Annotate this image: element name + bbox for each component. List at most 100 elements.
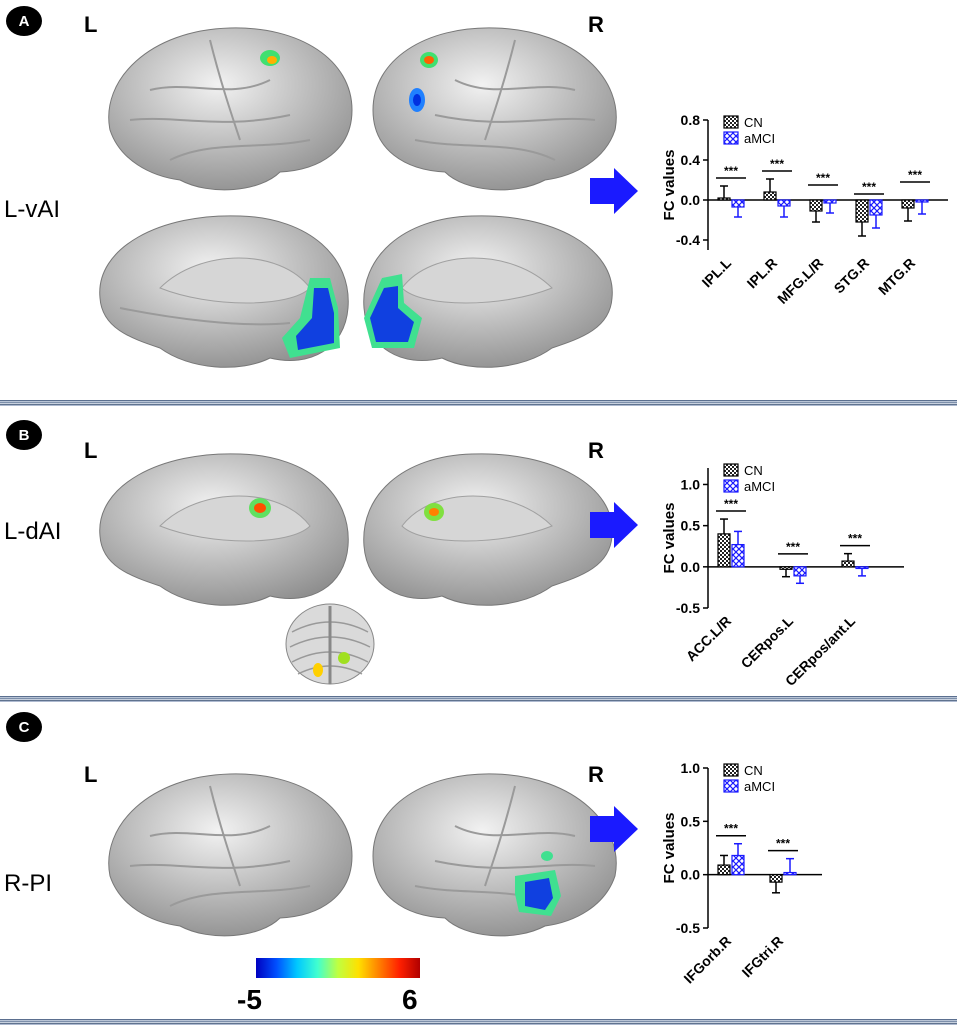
significance-label: *** bbox=[724, 822, 738, 836]
bar-cn bbox=[717, 533, 731, 568]
right-hemisphere-label: R bbox=[588, 438, 604, 463]
x-tick-label: IFGtri.R bbox=[739, 933, 787, 981]
significance-label: *** bbox=[862, 180, 876, 194]
significance-label: *** bbox=[786, 540, 800, 554]
legend-label: aMCI bbox=[744, 131, 775, 146]
left-hemisphere-label: L bbox=[84, 12, 98, 37]
y-tick-label: -0.4 bbox=[676, 232, 700, 248]
legend-label: aMCI bbox=[744, 779, 775, 794]
arrow-right-icon bbox=[590, 806, 638, 852]
bar-cn bbox=[717, 197, 731, 201]
legend-swatch bbox=[723, 131, 739, 145]
y-tick-label: 1.0 bbox=[681, 476, 701, 492]
bar-cn bbox=[769, 874, 783, 883]
x-tick-label: IPL.R bbox=[744, 255, 781, 292]
bar-amci bbox=[731, 543, 745, 568]
legend-label: CN bbox=[744, 463, 763, 478]
significance-label: *** bbox=[770, 157, 784, 171]
significance-label: *** bbox=[776, 837, 790, 851]
right-hemisphere-label: R bbox=[588, 12, 604, 37]
legend-swatch bbox=[723, 115, 739, 129]
y-tick-label: 0.4 bbox=[681, 152, 701, 168]
right-hemisphere-label: R bbox=[588, 762, 604, 787]
panel-badge: A bbox=[6, 6, 42, 36]
panel-badge: C bbox=[6, 712, 42, 742]
bar-amci bbox=[869, 199, 883, 216]
x-tick-label: MTG.R bbox=[875, 255, 918, 298]
panel-divider bbox=[0, 1019, 957, 1025]
brain-left-lateral bbox=[108, 773, 353, 937]
legend-label: aMCI bbox=[744, 479, 775, 494]
x-tick-label: STG.R bbox=[831, 255, 873, 297]
brain-right-medial bbox=[363, 215, 613, 368]
legend-swatch bbox=[723, 763, 739, 777]
significance-label: *** bbox=[908, 168, 922, 182]
panel-divider bbox=[0, 400, 957, 406]
y-tick-label: 0.5 bbox=[681, 813, 701, 829]
legend-swatch bbox=[723, 463, 739, 477]
bar-amci bbox=[777, 199, 791, 207]
y-tick-label: 0.5 bbox=[681, 518, 701, 534]
arrow-right-icon bbox=[590, 502, 638, 548]
bar-amci bbox=[823, 199, 837, 204]
significance-label: *** bbox=[724, 164, 738, 178]
significance-label: *** bbox=[816, 171, 830, 185]
bar-cn bbox=[763, 191, 777, 201]
legend-swatch bbox=[723, 779, 739, 793]
colorbar-max-label: 6 bbox=[402, 984, 418, 1015]
brain-right-medial bbox=[363, 453, 613, 606]
left-hemisphere-label: L bbox=[84, 438, 98, 463]
fc-bar-chart-c: 1.00.50.0-0.5FC valuesCNaMCI***IFGorb.R*… bbox=[661, 760, 822, 987]
seed-region-label: R-PI bbox=[4, 870, 52, 897]
y-axis-label: FC values bbox=[661, 150, 678, 221]
x-tick-label: IPL.L bbox=[699, 255, 735, 291]
brain-left-medial bbox=[99, 453, 349, 606]
legend-label: CN bbox=[744, 115, 763, 130]
significance-label: *** bbox=[848, 532, 862, 546]
bar-cn bbox=[809, 199, 823, 212]
seed-region-label: L-dAI bbox=[4, 518, 62, 545]
bar-amci bbox=[915, 199, 929, 203]
legend-label: CN bbox=[744, 763, 763, 778]
colorbar bbox=[256, 958, 420, 978]
x-tick-label: CERpos.L bbox=[738, 612, 797, 671]
legend-swatch bbox=[723, 479, 739, 493]
bar-cn bbox=[901, 199, 915, 209]
arrow-right-icon bbox=[590, 168, 638, 214]
y-tick-label: 0.0 bbox=[681, 192, 701, 208]
brain-left-lateral bbox=[108, 27, 353, 191]
y-tick-label: 0.8 bbox=[681, 112, 701, 128]
panel-badge: B bbox=[6, 420, 42, 450]
bar-amci bbox=[731, 854, 745, 876]
y-axis-label: FC values bbox=[661, 503, 678, 574]
brain-right-lateral bbox=[372, 773, 617, 937]
colorbar-min-label: -5 bbox=[237, 984, 262, 1015]
bar-cn bbox=[841, 560, 855, 568]
bar-cn bbox=[855, 199, 869, 223]
brain-left-medial bbox=[99, 215, 349, 368]
significance-label: *** bbox=[724, 497, 738, 511]
bar-amci bbox=[731, 199, 745, 208]
y-tick-label: 0.0 bbox=[681, 867, 701, 883]
x-tick-label: MFG.L/R bbox=[774, 255, 826, 307]
bar-amci bbox=[793, 566, 807, 577]
panel-divider bbox=[0, 696, 957, 702]
brain-right-lateral bbox=[372, 27, 617, 191]
bar-cn bbox=[717, 864, 731, 876]
left-hemisphere-label: L bbox=[84, 762, 98, 787]
y-tick-label: 0.0 bbox=[681, 559, 701, 575]
cerebellum-image bbox=[285, 603, 375, 685]
y-tick-label: -0.5 bbox=[676, 600, 700, 616]
y-tick-label: 1.0 bbox=[681, 760, 701, 776]
x-tick-label: IFGorb.R bbox=[680, 933, 734, 987]
bar-amci bbox=[855, 566, 869, 570]
bar-cn bbox=[779, 566, 793, 570]
bar-amci bbox=[783, 871, 797, 876]
x-tick-label: ACC.L/R bbox=[683, 613, 734, 664]
y-axis-label: FC values bbox=[661, 813, 678, 884]
